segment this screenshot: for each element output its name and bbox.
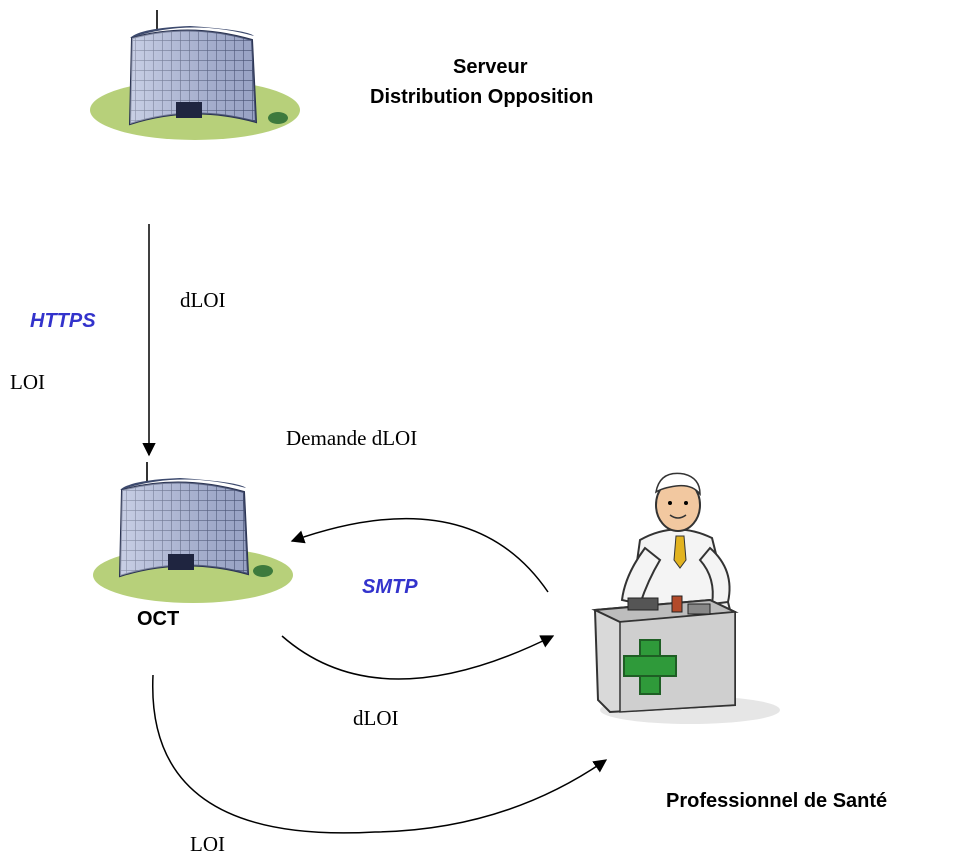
green-cross-icon	[623, 639, 677, 695]
oct-building-icon	[93, 462, 293, 603]
protocol-smtp: SMTP	[362, 576, 418, 598]
server-building-icon	[90, 10, 300, 140]
server-title-line1: Serveur	[453, 56, 528, 78]
label-dloi-bottom: dLOI	[353, 706, 399, 730]
label-demande-dloi: Demande dLOI	[286, 426, 418, 450]
arrow-demande-dloi	[290, 517, 549, 593]
label-loi-bottom: LOI	[190, 832, 225, 856]
label-dloi-top: dLOI	[180, 288, 226, 312]
pharmacist-icon	[591, 472, 780, 724]
label-loi-left: LOI	[10, 370, 45, 394]
server-title-line2: Distribution Opposition	[370, 86, 594, 108]
professional-label: Professionnel de Santé	[666, 790, 888, 812]
arrow-loi	[152, 674, 608, 834]
oct-label: OCT	[137, 608, 180, 630]
arrow-smtp-dloi	[281, 635, 555, 680]
protocol-https: HTTPS	[30, 310, 96, 332]
